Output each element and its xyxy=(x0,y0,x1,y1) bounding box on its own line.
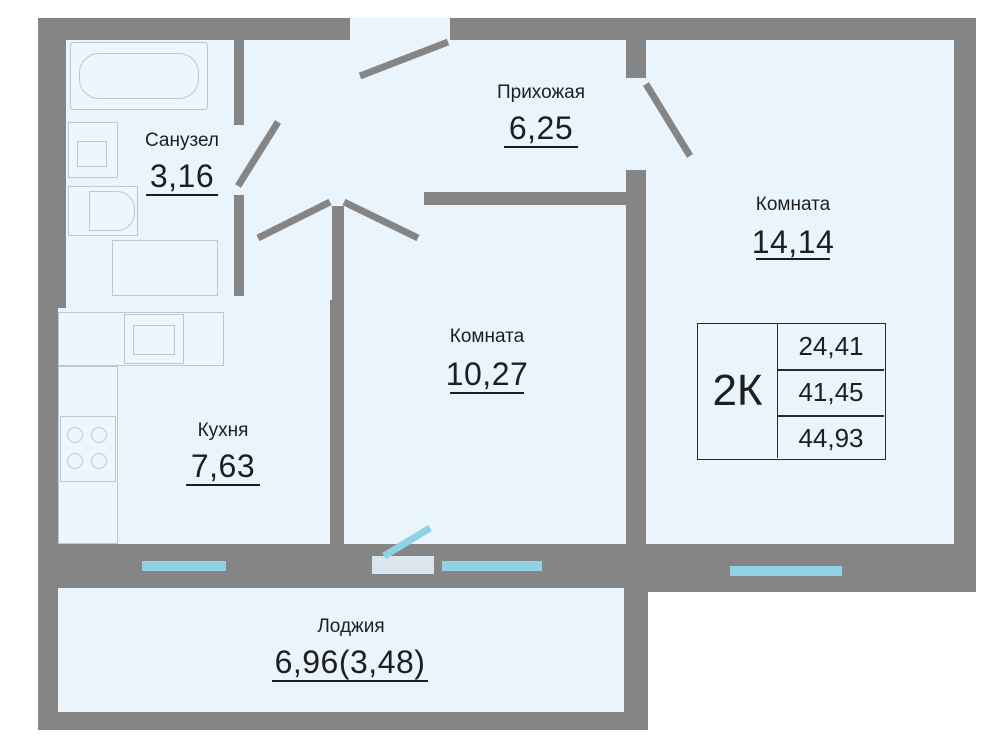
kitchen-area-underline xyxy=(186,484,260,486)
large-room-area: 14,14 xyxy=(751,224,835,260)
corridor-door-icon xyxy=(256,198,332,242)
balcony-door-icon xyxy=(382,525,432,559)
balcony-door-opening xyxy=(372,556,434,574)
hallway-name: Прихожая xyxy=(496,82,586,103)
middle-room-name: Комната xyxy=(449,326,525,347)
loggia-name: Лоджия xyxy=(317,616,385,637)
entrance-opening xyxy=(350,18,450,42)
summary-divider-1 xyxy=(778,369,884,371)
middle-room-door-opening xyxy=(344,192,424,206)
bathroom-area: 3,16 xyxy=(149,158,215,194)
large-room-floor xyxy=(646,40,954,544)
apartment-type: 2К xyxy=(698,324,778,458)
living-area-value: 24,41 xyxy=(798,331,864,361)
radiator-icon xyxy=(112,240,218,296)
kitchen-name: Кухня xyxy=(197,420,249,441)
kitchen-opening xyxy=(66,296,330,310)
bathroom-area-underline xyxy=(146,194,218,196)
middle-room-door-icon xyxy=(342,198,420,242)
bathtub-icon xyxy=(70,42,208,110)
corridor-opening xyxy=(244,192,344,206)
sink-icon xyxy=(124,314,184,364)
washbasin-icon xyxy=(68,122,118,178)
hallway-floor xyxy=(244,40,626,192)
large-room-name: Комната xyxy=(755,194,831,215)
loggia-area-underline xyxy=(272,680,428,682)
total-area-value: 41,45 xyxy=(798,377,864,407)
large-room-window xyxy=(730,566,842,576)
hallway-area: 6,25 xyxy=(508,110,574,146)
total-area-with-loggia-value: 44,93 xyxy=(798,423,864,453)
middle-room-area-underline xyxy=(450,392,524,394)
loggia-floor xyxy=(58,588,624,712)
large-room-area-underline xyxy=(756,258,830,260)
middle-room-area: 10,27 xyxy=(445,356,529,392)
kitchen-window xyxy=(142,561,226,571)
apartment-summary-box: 2К 24,41 41,45 44,93 xyxy=(697,323,886,460)
bathroom-name: Санузел xyxy=(144,130,219,151)
loggia-area: 6,96(3,48) xyxy=(274,644,426,680)
stove-icon xyxy=(60,416,116,482)
hallway-area-underline xyxy=(504,146,578,148)
large-room-door-opening xyxy=(624,78,648,170)
middle-room-window xyxy=(442,561,542,571)
large-room-door-icon xyxy=(643,82,693,158)
kitchen-area: 7,63 xyxy=(190,448,256,484)
middle-room-floor xyxy=(344,205,626,544)
bathroom-door-icon xyxy=(235,120,281,188)
toilet-icon xyxy=(68,186,138,236)
summary-divider-2 xyxy=(778,415,884,417)
entrance-door-icon xyxy=(358,38,450,80)
